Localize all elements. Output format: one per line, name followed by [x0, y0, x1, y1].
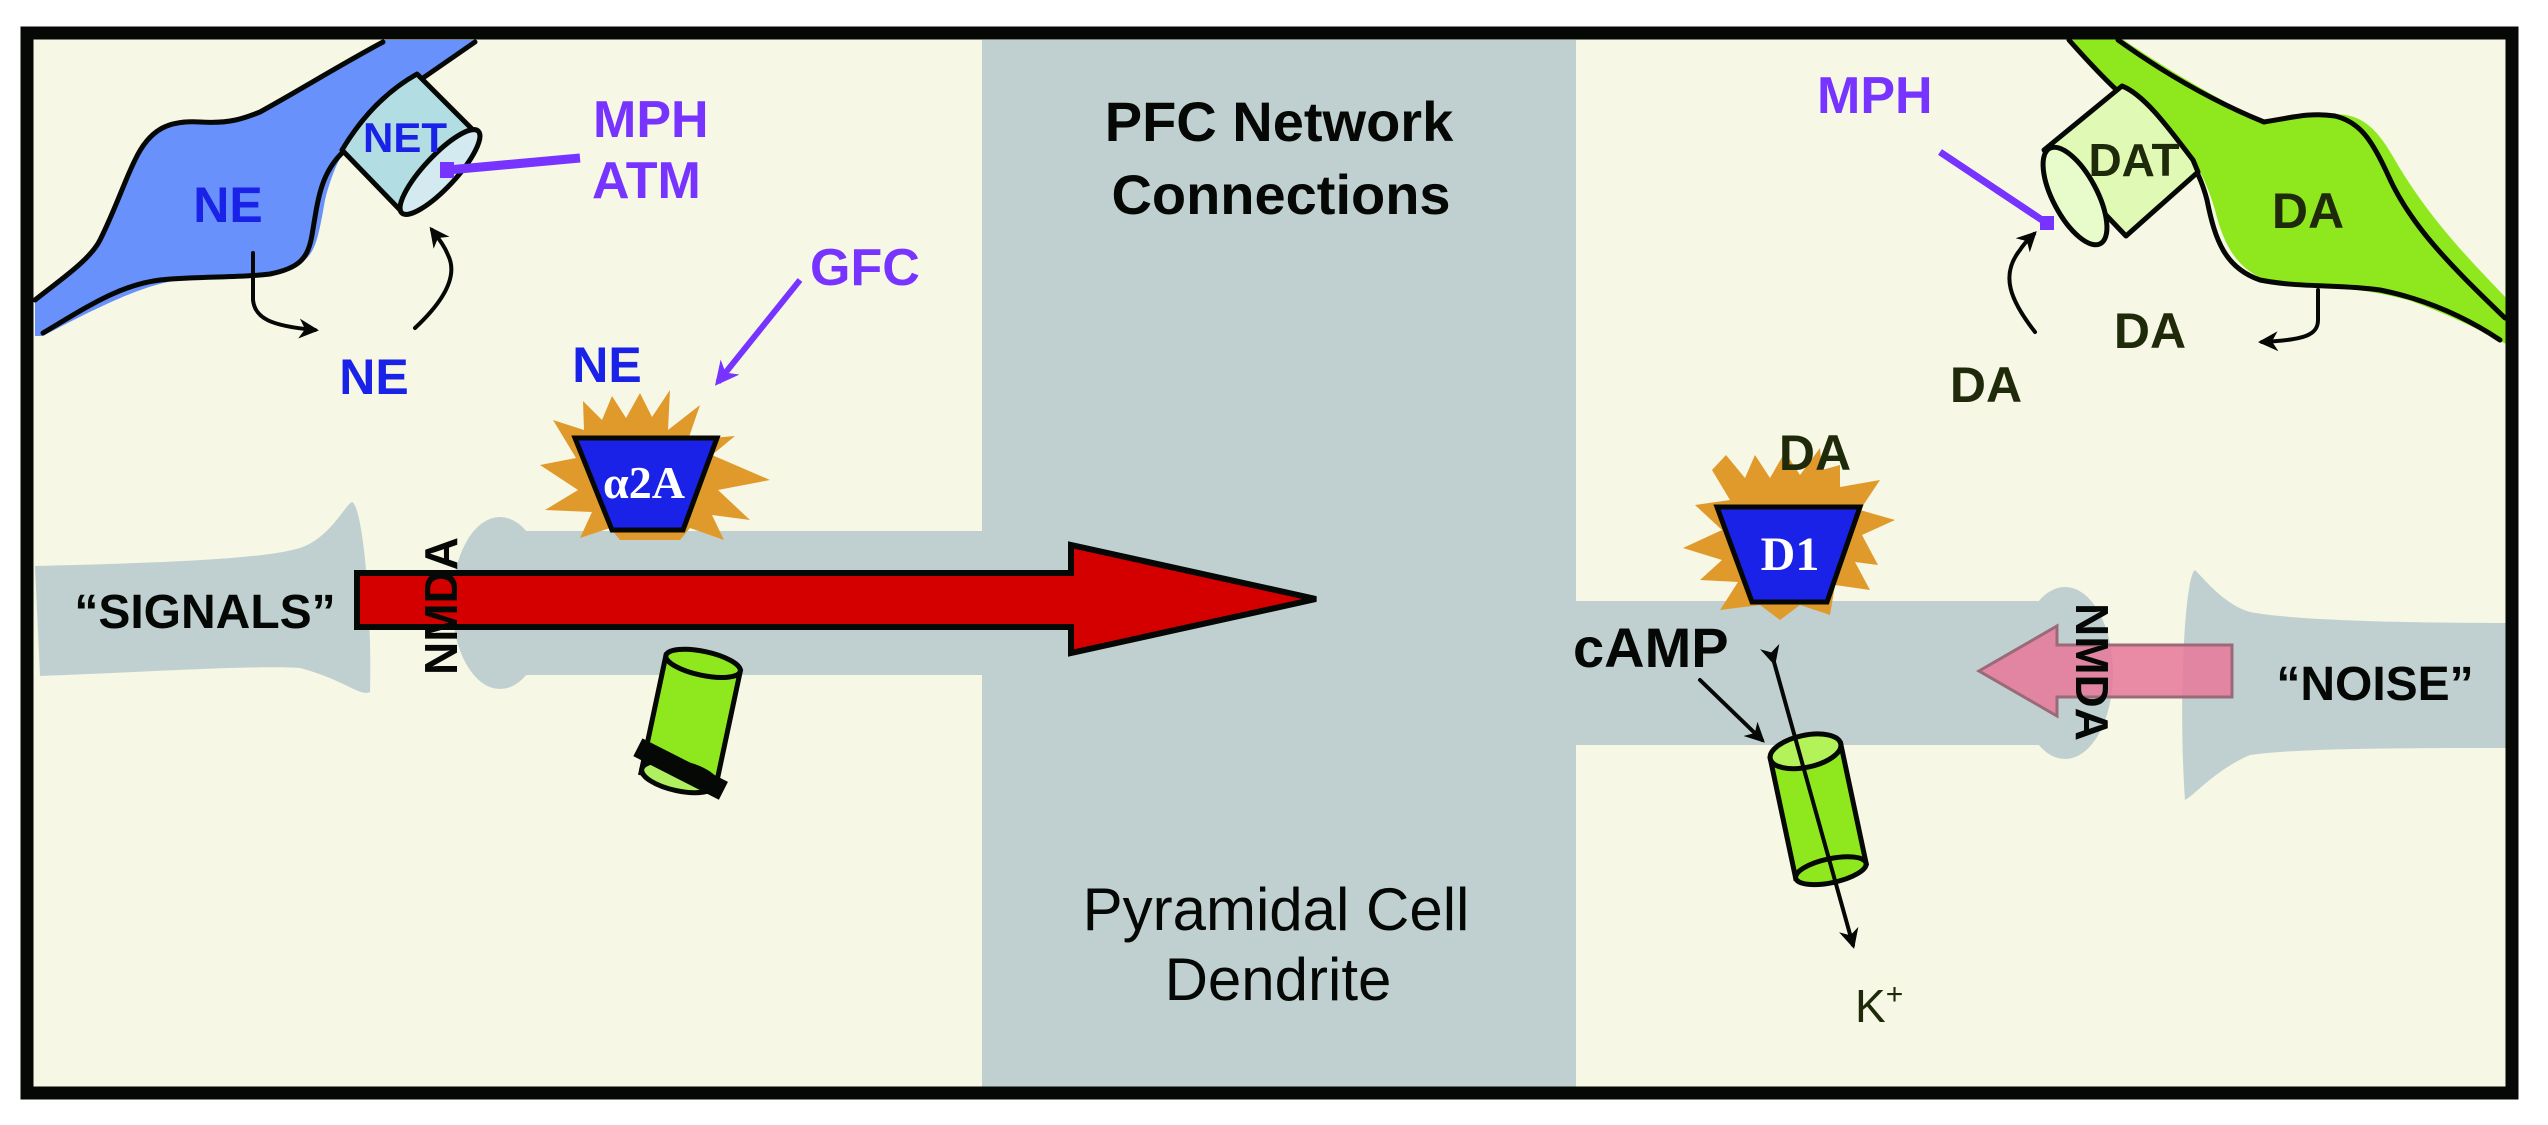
net-label: NET	[363, 114, 447, 161]
noise-label: “NOISE”	[2276, 658, 2473, 711]
mph-dat-blocker-tip	[2040, 216, 2054, 230]
alpha2a-label: α2A	[603, 457, 685, 508]
da-neuron-label: DA	[2272, 183, 2344, 239]
d1-label: D1	[1761, 528, 1820, 581]
signals-axon	[35, 502, 371, 693]
ne-neuron-label: NE	[193, 177, 262, 233]
ne-release-arrow	[251, 251, 319, 339]
dat-label: DAT	[2088, 134, 2179, 186]
ne-neuron-outline-lower	[40, 150, 345, 336]
subtitle-line-1: Pyramidal Cell	[1083, 876, 1470, 943]
da-released-label-1: DA	[2114, 303, 2186, 359]
blocked-k-channel	[633, 646, 744, 800]
dat-transporter-opening	[2040, 144, 2110, 248]
mph-label-right: MPH	[1817, 67, 1933, 125]
gfc-label: GFC	[810, 239, 920, 297]
k-ion-label: K+	[1855, 978, 1903, 1032]
atm-label: ATM	[592, 152, 701, 210]
net-transporter	[339, 71, 480, 215]
signals-label: “SIGNALS”	[74, 586, 335, 639]
subtitle-line-2: Dendrite	[1165, 946, 1392, 1013]
k-ion-charge: +	[1886, 978, 1904, 1011]
dat-transporter	[2041, 83, 2201, 239]
noise-axon	[2182, 570, 2508, 800]
camp-arrow	[1698, 678, 1765, 743]
title-line-2: Connections	[1111, 163, 1450, 226]
da-neuron-outline-upper	[2115, 37, 2508, 321]
mph-atm-blocker-tip	[440, 162, 454, 178]
title-line-1: PFC Network	[1105, 90, 1454, 153]
alpha2a-receptor	[571, 435, 721, 533]
gfc-arrow	[714, 278, 803, 386]
nmda-left-label: NMDA	[415, 537, 467, 675]
ne-neuron-outline-upper	[32, 39, 386, 303]
k-efflux-arrow	[1760, 643, 1859, 949]
ne-reuptake-arrow	[413, 226, 454, 330]
da-reuptake-arrow	[2007, 231, 2037, 334]
mph-atm-blocker-line	[447, 153, 581, 175]
ne-released-label: NE	[339, 349, 408, 405]
ne-receptor-ligand-label: NE	[572, 337, 641, 393]
signals-arrow	[354, 541, 1317, 657]
mph-dat-blocker-line	[1938, 149, 2047, 225]
da-released-label-2: DA	[1950, 357, 2022, 413]
nmda-right-label: NMDA	[2066, 603, 2118, 741]
camp-label: cAMP	[1573, 616, 1729, 679]
da-neuron-body	[2069, 36, 2508, 345]
noise-arrow	[1975, 623, 2234, 719]
ne-neuron-outline-right	[420, 39, 478, 81]
figure-border	[20, 26, 2519, 1100]
da-receptor-ligand-label: DA	[1779, 425, 1851, 481]
d1-receptor	[1713, 504, 1864, 605]
k-ion-symbol: K	[1855, 980, 1886, 1032]
da-release-arrow	[2258, 288, 2320, 352]
mph-label-left: MPH	[593, 91, 709, 149]
